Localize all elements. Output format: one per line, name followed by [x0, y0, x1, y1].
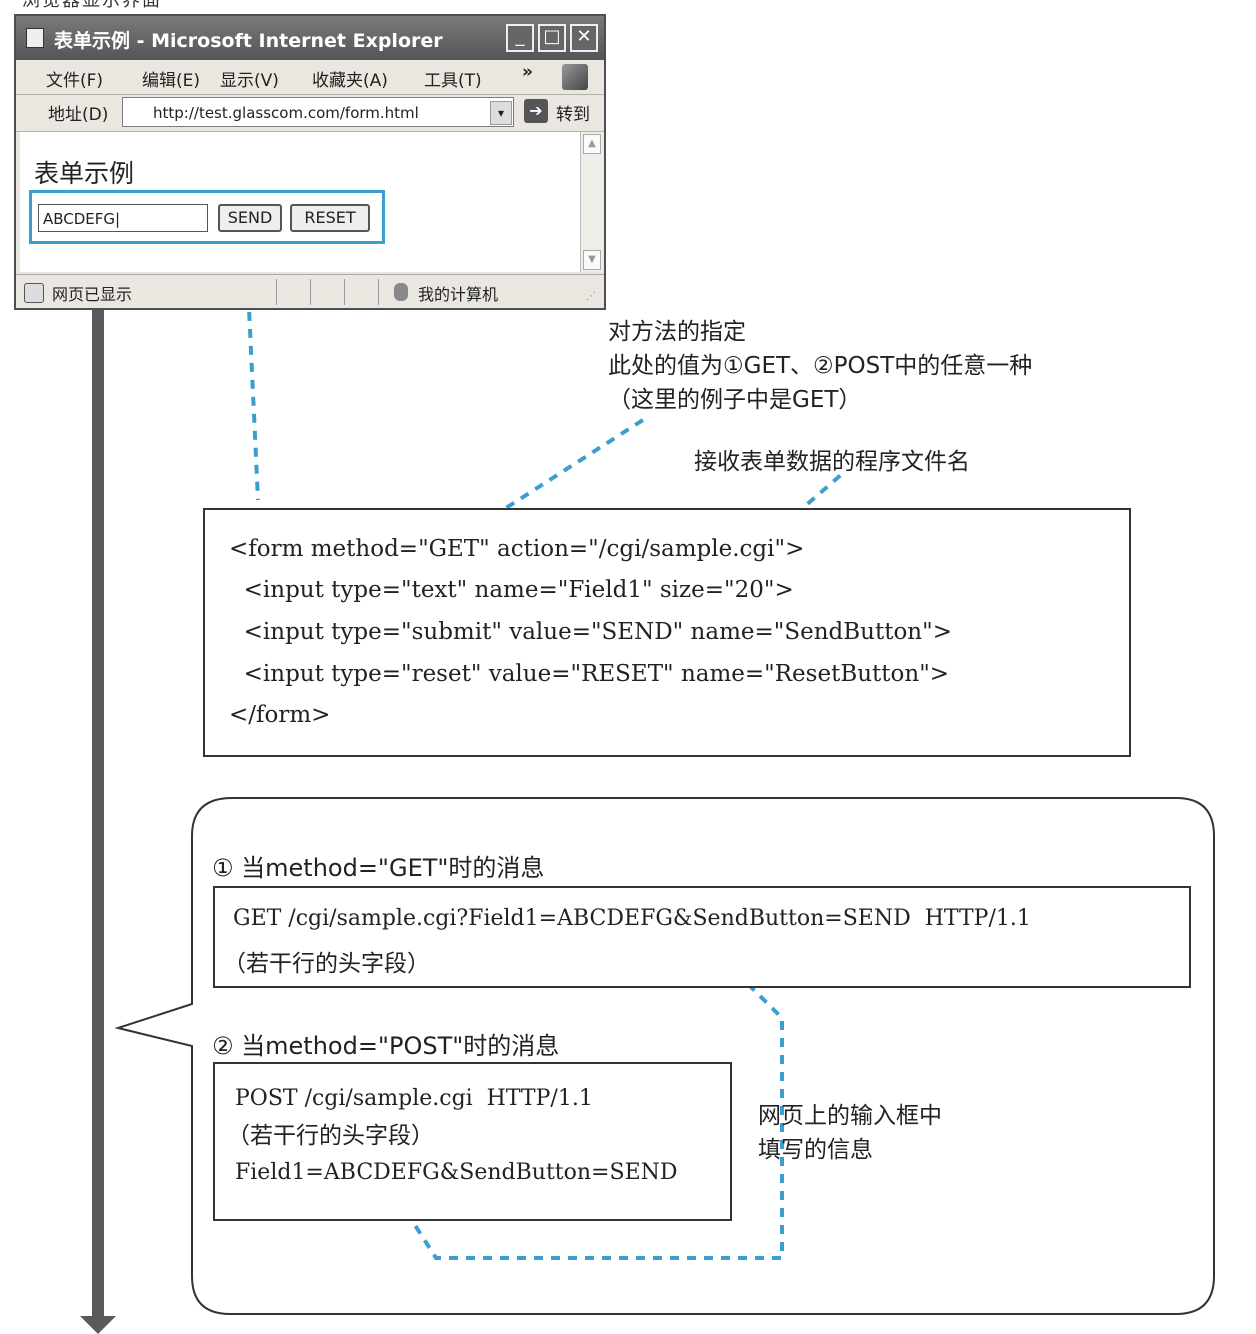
get-message-box: GET /cgi/sample.cgi?Field1=ABCDEFG&SendB… [213, 886, 1191, 988]
close-button[interactable]: ✕ [570, 24, 598, 52]
page-title: 表单示例 [34, 159, 135, 188]
input-info-note-line2: 填写的信息 [758, 1137, 873, 1163]
zone-text: 我的计算机 [418, 285, 499, 304]
scroll-down-icon[interactable]: ▼ [583, 250, 601, 270]
menu-bar: 文件(F) 编辑(E) 显示(V) 收藏夹(A) 工具(T) » [16, 60, 604, 95]
address-dropdown-icon[interactable]: ▾ [490, 101, 512, 125]
menu-file[interactable]: 文件(F) [46, 71, 104, 91]
vertical-scrollbar[interactable]: ▲ ▼ [580, 132, 603, 272]
field1-input[interactable]: ABCDEFG| [38, 204, 208, 232]
menu-view[interactable]: 显示(V) [220, 71, 279, 91]
get-request-line: GET /cgi/sample.cgi?Field1=ABCDEFG&SendB… [233, 906, 1031, 931]
post-headers-note: （若干行的头字段） [227, 1123, 434, 1149]
computer-zone-icon [394, 283, 408, 301]
flow-arrow-head [80, 1316, 116, 1334]
page-content: 表单示例 ABCDEFG| SEND RESET [20, 132, 580, 272]
get-headers-note: （若干行的头字段） [223, 951, 430, 977]
address-label: 地址(D) [48, 105, 109, 125]
menu-favorites[interactable]: 收藏夹(A) [312, 71, 388, 91]
input-info-note-line1: 网页上的输入框中 [758, 1103, 942, 1129]
form-highlight [29, 190, 385, 244]
code-line: <input type="reset" value="RESET" name="… [229, 661, 950, 687]
post-heading: ② 当method="POST"时的消息 [212, 1032, 560, 1060]
go-arrow-icon[interactable]: ➔ [524, 99, 548, 123]
flow-arrow-shaft [92, 306, 104, 1320]
method-annotation-desc: 此处的值为①GET、②POST中的任意一种 [608, 353, 1033, 379]
connector-input-info [402, 946, 784, 1260]
status-bar: 网页已显示 我的计算机 ⋰ [16, 274, 604, 309]
post-body: Field1=ABCDEFG&SendButton=SEND [235, 1160, 678, 1185]
title-bar: 表单示例 - Microsoft Internet Explorer _ □ ✕ [16, 16, 604, 60]
menu-more-chevron[interactable]: » [522, 62, 533, 82]
status-text: 网页已显示 [52, 285, 133, 304]
window-title: 表单示例 - Microsoft Internet Explorer [54, 30, 443, 52]
windows-logo-icon [562, 64, 588, 90]
code-line: <form method="GET" action="/cgi/sample.c… [229, 536, 805, 562]
connector-action [780, 472, 844, 528]
get-heading: ① 当method="GET"时的消息 [212, 854, 545, 882]
resize-grip-icon[interactable]: ⋰ [586, 291, 596, 302]
menu-edit[interactable]: 编辑(E) [142, 71, 201, 91]
scroll-up-icon[interactable]: ▲ [583, 134, 601, 154]
address-bar: 地址(D) http://test.glasscom.com/form.html… [16, 95, 604, 132]
post-request-line: POST /cgi/sample.cgi HTTP/1.1 [235, 1086, 593, 1111]
reset-button[interactable]: RESET [290, 204, 370, 232]
ie-window: 表单示例 - Microsoft Internet Explorer _ □ ✕… [14, 14, 606, 310]
method-annotation-note: （这里的例子中是GET） [608, 387, 862, 413]
send-button[interactable]: SEND [218, 204, 282, 232]
go-button[interactable]: 转到 [556, 105, 590, 125]
page-icon [26, 28, 44, 48]
page-loaded-icon [24, 283, 44, 303]
code-line: <input type="text" name="Field1" size="2… [229, 577, 794, 603]
form-html-code: <form method="GET" action="/cgi/sample.c… [203, 508, 1131, 757]
code-line: <input type="submit" value="SEND" name="… [229, 619, 952, 645]
post-message-box: POST /cgi/sample.cgi HTTP/1.1 （若干行的头字段） … [213, 1062, 732, 1221]
action-annotation: 接收表单数据的程序文件名 [694, 449, 970, 475]
method-annotation-title: 对方法的指定 [608, 319, 746, 345]
top-caption: 浏览器显示界面 [22, 0, 162, 11]
menu-tools[interactable]: 工具(T) [424, 71, 482, 91]
minimize-button[interactable]: _ [506, 24, 534, 52]
maximize-button[interactable]: □ [538, 24, 566, 52]
code-line: </form> [229, 702, 331, 728]
address-input[interactable]: http://test.glasscom.com/form.html [122, 97, 514, 127]
